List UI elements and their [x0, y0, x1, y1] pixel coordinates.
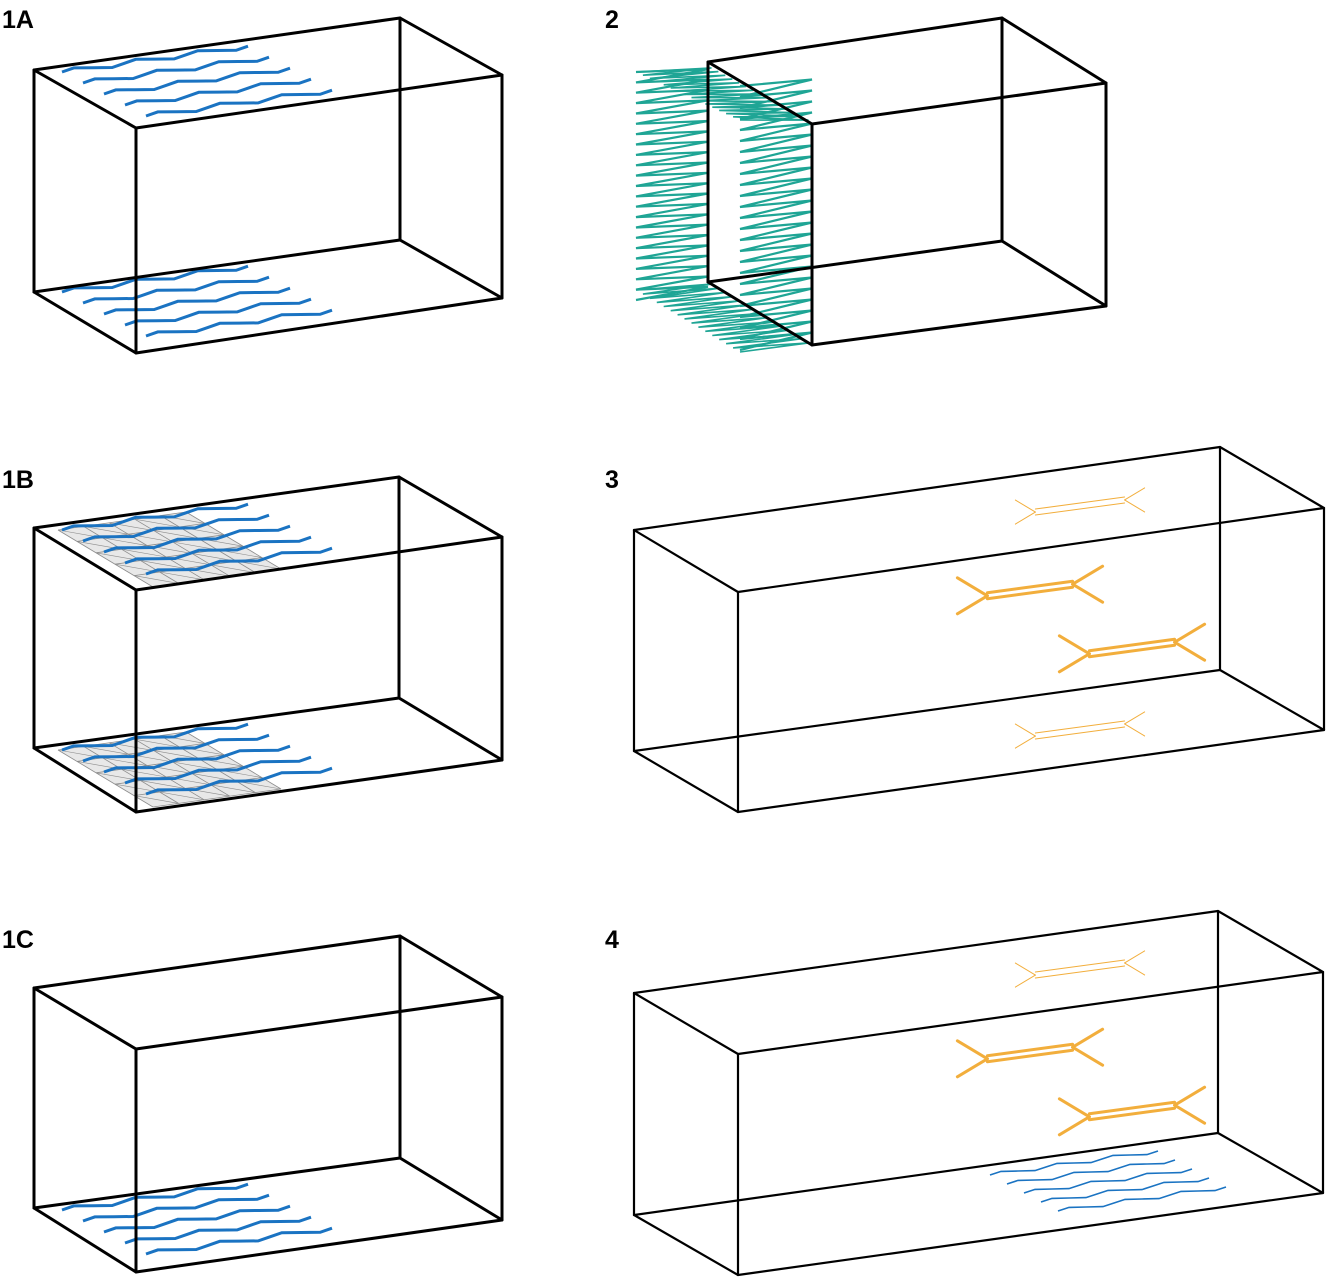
box-1a [32, 16, 504, 355]
box-4-top-face [632, 909, 1325, 1056]
pattern-1c-bottom [61, 1182, 249, 1212]
pattern-1b-bottom-grid [134, 738, 231, 797]
panel-label-2: 2 [605, 6, 619, 34]
box-1c-top-face [32, 934, 504, 1051]
box-4 [632, 909, 1325, 1277]
box-1a-bottom-face [32, 238, 504, 355]
pattern-1b-top [145, 546, 333, 576]
pattern-4-bottom [1040, 1177, 1210, 1203]
pattern-1b-bottom-grid [134, 738, 180, 748]
pattern-2-left-zigzag [635, 68, 709, 302]
pattern-1b-bottom-grid [133, 795, 179, 804]
pattern-1a-top [61, 44, 249, 74]
panel-label-1a: 1A [2, 6, 34, 34]
box-2 [706, 16, 1108, 347]
pattern-1b-top-grid [134, 518, 180, 528]
pattern-4-bottom [1023, 1168, 1193, 1194]
pattern-1b-bottom-grid [140, 780, 186, 789]
pattern-1b-top-grid [121, 548, 167, 558]
pattern-1b-bottom-grid [159, 791, 205, 801]
pattern-1a-top [145, 88, 333, 118]
pattern-1b-top-grid [160, 515, 256, 573]
panel-label-1c: 1C [2, 926, 34, 954]
pattern-1a-bottom [103, 286, 291, 316]
pattern-1b-top [61, 502, 249, 532]
pattern-4-strut-upper [955, 1027, 1105, 1079]
pattern-1b-bottom [145, 766, 333, 796]
pattern-1b-top-grid [140, 560, 186, 569]
pattern-4-bottom [1006, 1159, 1176, 1185]
pattern-4-bottom [989, 1150, 1159, 1176]
pattern-1b-bottom-grid [83, 746, 129, 755]
box-1c-bottom-face [32, 1156, 504, 1274]
pattern-4-bottom [1057, 1186, 1227, 1212]
pattern-1b-bottom-grid [160, 735, 256, 793]
pattern-1b-top-grid [159, 571, 205, 581]
pattern-1a-top [103, 66, 291, 96]
pattern-3-strut-bottom [1014, 711, 1146, 749]
pattern-4-strut-lower [1057, 1085, 1207, 1137]
pattern-1b-top-grid [57, 529, 154, 588]
pattern-1c-bottom [103, 1204, 291, 1234]
pattern-1b-top-grid [210, 564, 256, 573]
pattern-4-strut-top [1014, 950, 1146, 988]
pattern-1b-top-grid [102, 537, 148, 546]
pattern-1a-bottom [145, 308, 333, 338]
pattern-1a-top [82, 55, 270, 85]
pattern-1b-bottom-grid [152, 788, 282, 808]
pattern-1a-top [124, 77, 312, 107]
pattern-1a-bottom [61, 264, 249, 294]
box-1b [32, 475, 504, 814]
pattern-1b-top [124, 535, 312, 565]
pattern-1b-bottom [61, 722, 249, 752]
pattern-1b-bottom-grid [102, 757, 148, 766]
panel-label-3: 3 [605, 466, 619, 494]
pattern-1c-bottom [82, 1193, 270, 1223]
box-1c [32, 934, 504, 1274]
pattern-1b-bottom [124, 755, 312, 785]
pattern-1b-top-grid [153, 530, 199, 539]
pattern-1b-bottom-grid [172, 761, 218, 771]
pattern-1b-bottom-grid [153, 750, 199, 759]
pattern-3-strut-upper [955, 564, 1105, 616]
pattern-3-strut-lower [1057, 622, 1207, 674]
pattern-1c-bottom [124, 1215, 312, 1245]
pattern-1a-bottom [124, 297, 312, 327]
box-3 [632, 445, 1326, 814]
pattern-1a-bottom [82, 275, 270, 305]
pattern-layer [57, 44, 1227, 1256]
pattern-1c-bottom [145, 1226, 333, 1256]
pattern-1b-top [82, 513, 270, 543]
pattern-1b-top [103, 524, 291, 554]
pattern-1b-top-grid [172, 541, 218, 551]
pattern-1b-top-grid [133, 575, 179, 584]
pattern-1b-bottom-grid [210, 784, 256, 793]
pattern-1b-top-grid [83, 526, 129, 535]
pattern-1b-top-grid [134, 518, 231, 577]
pattern-1b-bottom [82, 733, 270, 763]
pattern-1b-bottom-grid [121, 768, 167, 778]
pattern-3-strut-top [1014, 487, 1146, 525]
panel-label-1b: 1B [2, 466, 34, 494]
panel-label-4: 4 [605, 926, 619, 954]
